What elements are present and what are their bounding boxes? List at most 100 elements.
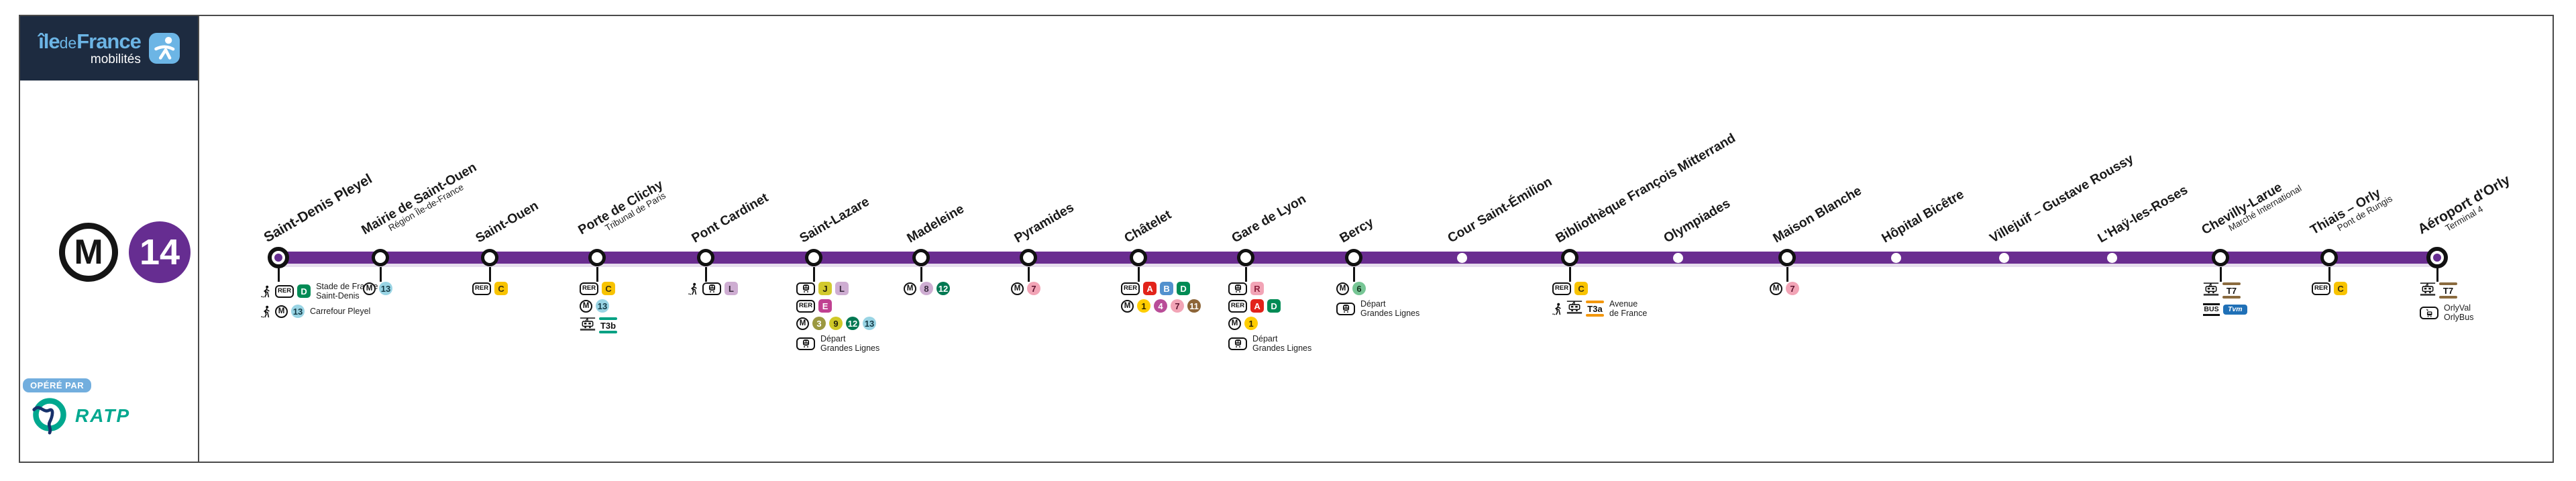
- line-badge-D: D: [297, 284, 311, 298]
- rer-icon: RER: [580, 282, 599, 295]
- line-badge-C: C: [2334, 282, 2348, 295]
- rer-icon: RER: [796, 299, 816, 313]
- station-label-olympiades: Olympiades: [1661, 196, 1733, 246]
- tram-line-badge-T3b: T3b: [599, 317, 617, 333]
- station-marker-mairie-de-saint-ouen: [372, 249, 389, 266]
- line-14-badge: 14: [129, 221, 191, 283]
- station-marker-chevilly-larue: [2212, 249, 2229, 266]
- line-badge-3: 3: [812, 317, 826, 330]
- connection-row: T7: [2420, 282, 2473, 299]
- connection-row: T7: [2203, 282, 2247, 299]
- tram-icon: [1566, 300, 1582, 317]
- sidebar: îledeFrance mobilités M 14 OPÉRÉ PAR RAT…: [20, 16, 199, 462]
- line-badge-13: 13: [863, 317, 876, 330]
- bus-icon: BUS: [2203, 303, 2220, 316]
- station-connector: [488, 267, 491, 282]
- walk-icon: [261, 305, 272, 318]
- line-identity: M 14: [59, 221, 191, 283]
- station-connector: [704, 267, 707, 282]
- line-badge-R: R: [1250, 282, 1264, 295]
- connection-row: T3b: [580, 317, 617, 334]
- metro-icon: M: [275, 305, 288, 318]
- station-marker-pyramides: [1020, 249, 1037, 266]
- station-connector: [2219, 267, 2222, 282]
- tram-icon: [2420, 282, 2436, 299]
- station-connector: [1027, 267, 1030, 282]
- line-badge-C: C: [602, 282, 616, 295]
- line-badge-12: 12: [846, 317, 859, 330]
- metro-icon: M: [1336, 282, 1349, 295]
- tram-line-badge-T3a: T3a: [1586, 301, 1604, 317]
- tram-icon: [580, 317, 596, 334]
- connections-pont-cardinet: L: [688, 282, 738, 295]
- station-marker-l-hay-les-roses: [2106, 252, 2117, 263]
- ratp-wordmark: RATP: [75, 405, 131, 426]
- station-marker-cour-saint-emilion: [1456, 252, 1467, 263]
- station-marker-porte-de-clichy: [588, 249, 606, 266]
- operated-by-badge: OPÉRÉ PAR: [23, 378, 92, 392]
- line-badge-7: 7: [1027, 282, 1040, 295]
- connection-row: R: [1228, 282, 1311, 295]
- line-badge-12: 12: [936, 282, 950, 295]
- line-badge-1: 1: [1244, 317, 1258, 330]
- station-label-maison-blanche: Maison Blanche: [1770, 183, 1864, 246]
- tram-line-badge-T7: T7: [2439, 282, 2457, 299]
- station-label-saint-lazare: Saint-Lazare: [797, 194, 872, 246]
- train-icon: [702, 282, 721, 295]
- walk-icon: [261, 285, 272, 298]
- idfm-person-icon: [148, 33, 180, 64]
- line-badge-B: B: [1160, 282, 1174, 295]
- metro-icon: M: [1011, 282, 1024, 295]
- station-marker-olympiades: [1672, 252, 1683, 263]
- line-badge-J: J: [818, 282, 832, 295]
- rer-icon: RER: [472, 282, 492, 295]
- idfm-wordmark: îledeFrance: [38, 30, 142, 53]
- train-icon: [1228, 337, 1247, 350]
- line-badge-A: A: [1250, 299, 1265, 313]
- station-marker-maison-blanche: [1778, 249, 1796, 266]
- metro-mode-roundel: M: [59, 223, 118, 282]
- line-badge-C: C: [1574, 282, 1589, 295]
- walk-icon: [688, 282, 699, 295]
- rer-icon: RER: [275, 284, 294, 298]
- station-label-saint-ouen: Saint-Ouen: [473, 198, 541, 246]
- station-marker-bibliotheque-francois-mitterrand: [1561, 249, 1578, 266]
- idfm-logo: îledeFrance mobilités: [20, 16, 198, 81]
- metro-icon: M: [1121, 299, 1134, 313]
- station-connector: [1568, 267, 1571, 282]
- metro-icon: M: [363, 282, 376, 295]
- line-badge-4: 4: [1154, 299, 1167, 313]
- station-connector: [1244, 267, 1247, 282]
- idfm-wordmark-sub: mobilités: [90, 52, 141, 66]
- line-badge-9: 9: [829, 317, 843, 330]
- line-badge-D: D: [1267, 299, 1281, 313]
- metro-icon: M: [580, 299, 592, 313]
